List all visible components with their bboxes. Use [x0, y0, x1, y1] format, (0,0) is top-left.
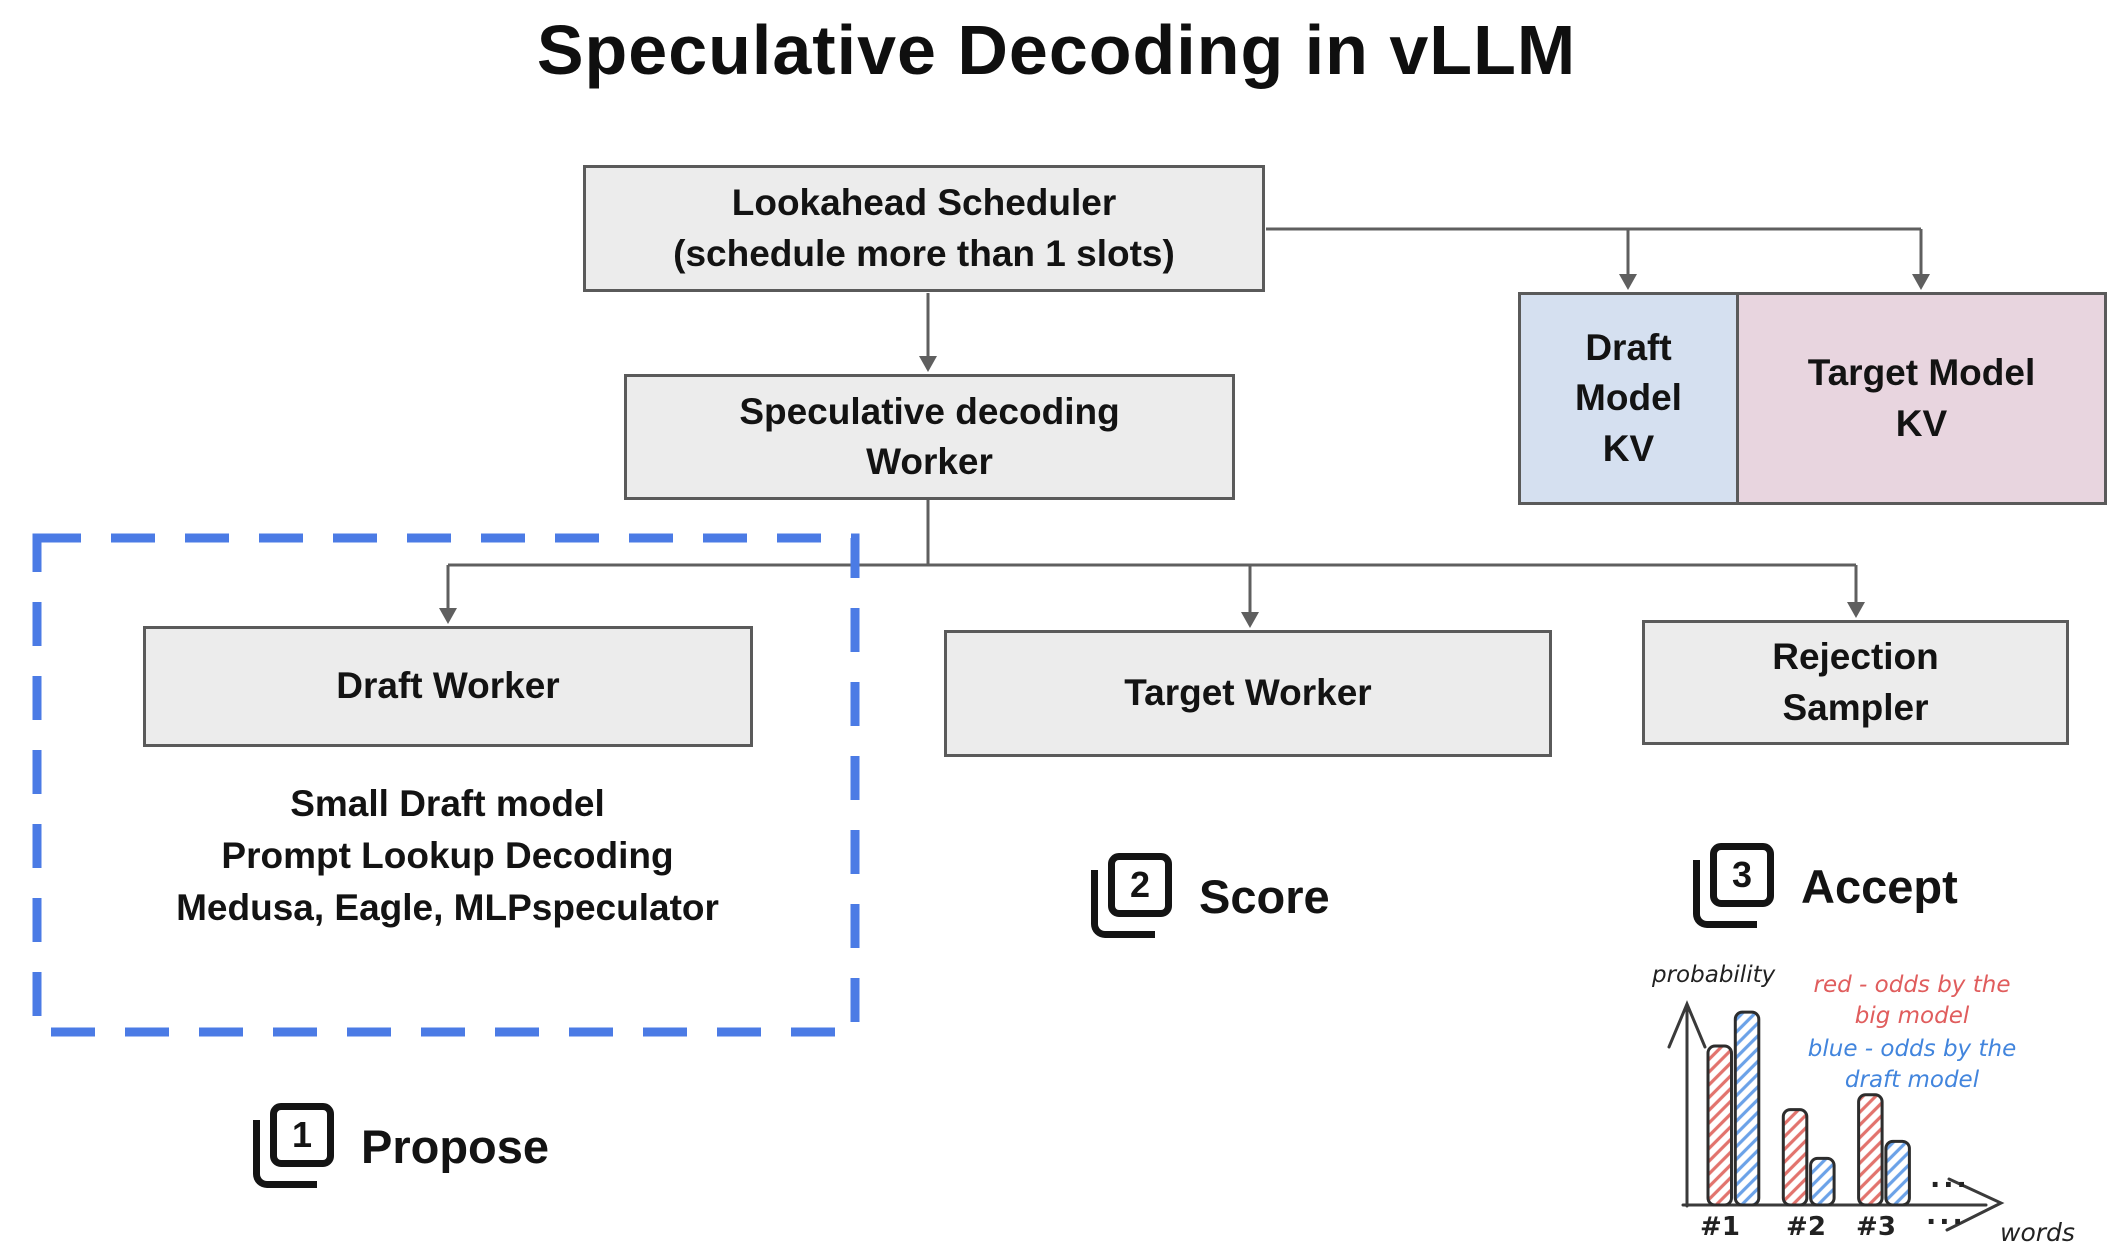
draft-methods-text: Small Draft model Prompt Lookup Decoding…: [40, 778, 855, 933]
chart-ellipsis-lower: ...: [1926, 1200, 1966, 1231]
node-speculative-decoding-worker: Speculative decoding Worker: [624, 374, 1235, 500]
chart-legend-blue: blue - odds by the draft model: [1782, 1034, 2042, 1096]
bar-blue-#1: [1733, 1010, 1761, 1207]
step-propose: 1 Propose: [253, 1103, 549, 1189]
node-label-line: Sampler: [1782, 686, 1929, 728]
node-target-worker: Target Worker: [944, 630, 1552, 757]
node-label-line: Draft: [1585, 327, 1672, 369]
stacked-pages-2-icon: 2: [1091, 853, 1173, 939]
bar-red-#1: [1706, 1044, 1733, 1207]
step-label: Propose: [361, 1119, 550, 1173]
chart-bars: [1706, 1010, 1911, 1207]
connector-lines: [446, 227, 1923, 613]
node-label-line: Worker: [866, 441, 993, 482]
connector-arrowheads: [439, 274, 1930, 628]
stacked-pages-3-icon: 3: [1693, 843, 1775, 929]
step-score: 2 Score: [1091, 853, 1330, 939]
node-target-model-kv: Target Model KV: [1736, 292, 2107, 505]
node-lookahead-scheduler: Lookahead Scheduler (schedule more than …: [583, 165, 1265, 292]
chart-ellipsis-upper: ...: [1930, 1163, 1970, 1194]
node-label-line: (schedule more than 1 slots): [673, 232, 1175, 274]
node-label-line: Target Model: [1807, 352, 2036, 394]
legend-line: blue - odds by the: [1807, 1036, 2017, 1062]
propose-group-dashed-box: [32, 533, 860, 1037]
chart-legend-red: red - odds by the big model: [1782, 970, 2042, 1032]
chart-xlabel: words: [2000, 1218, 2075, 1247]
bar-blue-#2: [1809, 1156, 1836, 1207]
bar-red-#2: [1781, 1108, 1809, 1207]
node-label-line: Target Worker: [1124, 672, 1372, 714]
legend-line: draft model: [1844, 1067, 1980, 1093]
node-draft-worker: Draft Worker: [143, 626, 753, 747]
step-label: Score: [1199, 869, 1330, 923]
step-label: Accept: [1801, 859, 1958, 913]
bar-blue-#3: [1884, 1139, 1911, 1207]
chart-ylabel: probability: [1652, 962, 1776, 988]
node-label-line: Model: [1575, 377, 1682, 419]
node-label-line: Draft Worker: [336, 665, 560, 707]
draft-methods-line: Small Draft model: [290, 783, 605, 824]
node-label-line: Speculative decoding: [739, 390, 1120, 432]
stacked-page-front: 1: [270, 1103, 334, 1167]
chart-tick-3: #3: [1856, 1212, 1896, 1242]
node-label-line: Lookahead Scheduler: [731, 182, 1117, 224]
node-draft-model-kv: Draft Model KV: [1518, 292, 1739, 505]
draft-methods-line: Medusa, Eagle, MLPspeculator: [176, 886, 719, 928]
bar-red-#3: [1857, 1093, 1884, 1207]
page-title: Speculative Decoding in vLLM: [536, 11, 1577, 89]
node-rejection-sampler: Rejection Sampler: [1642, 620, 2069, 745]
legend-line: red - odds by the: [1813, 972, 2011, 998]
draft-methods-line: Prompt Lookup Decoding: [221, 834, 674, 876]
chart-tick-2: #2: [1786, 1212, 1826, 1242]
node-label-line: KV: [1895, 402, 1948, 444]
stacked-page-back: [1693, 860, 1757, 928]
node-label-line: Rejection: [1772, 636, 1939, 678]
chart-axes: [1667, 1000, 2005, 1232]
stacked-page-front: 2: [1108, 853, 1172, 917]
node-label-line: KV: [1602, 427, 1655, 469]
step-accept: 3 Accept: [1693, 843, 1958, 929]
chart-tick-1: #1: [1700, 1212, 1740, 1242]
stacked-pages-1-icon: 1: [253, 1103, 335, 1189]
stacked-page-back: [253, 1120, 317, 1188]
stacked-page-front: 3: [1710, 843, 1774, 907]
stacked-page-back: [1091, 870, 1155, 938]
legend-line: big model: [1854, 1003, 1970, 1029]
